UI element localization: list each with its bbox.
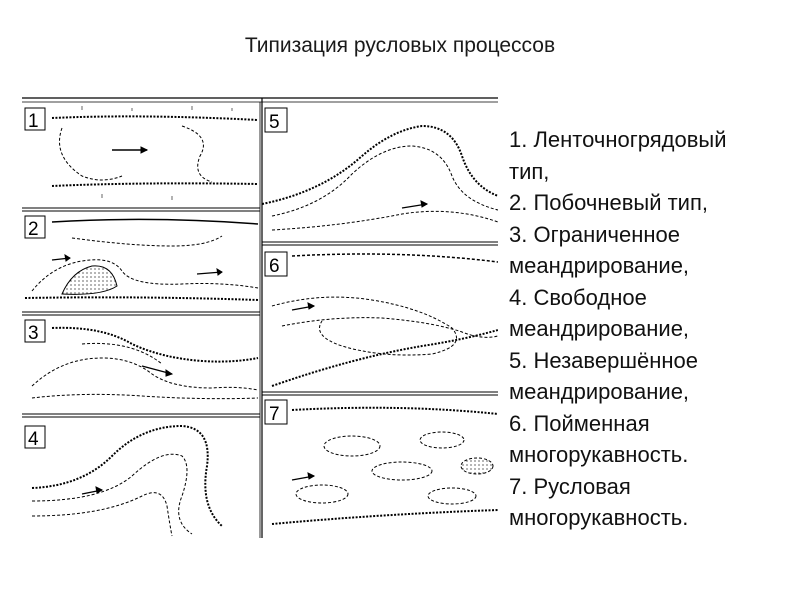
legend-line: многорукавность. (509, 442, 689, 467)
panel-1 (24, 106, 259, 200)
panel-6-number: 6 (269, 256, 280, 277)
panel-6 (264, 251, 498, 387)
legend-line: тип, (509, 158, 550, 184)
panel-2 (24, 215, 259, 301)
legend-line: многорукавность. (509, 505, 689, 530)
legend-line: меандрирование, (509, 379, 690, 404)
legend-line: 3. Ограниченное (509, 221, 680, 247)
legend-line: 7. Русловая (509, 473, 631, 499)
panel-5 (261, 107, 498, 231)
panel-5-number: 5 (269, 112, 280, 133)
panel-3-number: 3 (28, 323, 39, 344)
legend-line: меандрирование, (509, 253, 690, 278)
legend-line: 5. Незавершённое (509, 347, 698, 373)
panel-1-number: 1 (28, 111, 39, 132)
legend-line: меандрирование, (509, 316, 690, 341)
panel-3 (24, 319, 259, 400)
page-title: Типизация русловых процессов (244, 34, 556, 57)
legend-line: 1. Ленточногрядовый (509, 127, 727, 152)
panel-2-number: 2 (28, 219, 39, 240)
legend-line: 6. Пойменная (509, 410, 650, 436)
panel-7 (264, 399, 498, 525)
legend-line: 2. Побочневый тип, (509, 190, 708, 215)
panel-7-number: 7 (269, 404, 280, 425)
legend-line: 4. Свободное (509, 284, 647, 310)
channel-process-diagram: 1 2 3 4 (22, 97, 498, 538)
panel-4 (24, 424, 223, 537)
legend: 1. Ленточногрядовый тип, 2. Побочневый т… (509, 124, 794, 534)
panel-4-number: 4 (28, 429, 39, 450)
